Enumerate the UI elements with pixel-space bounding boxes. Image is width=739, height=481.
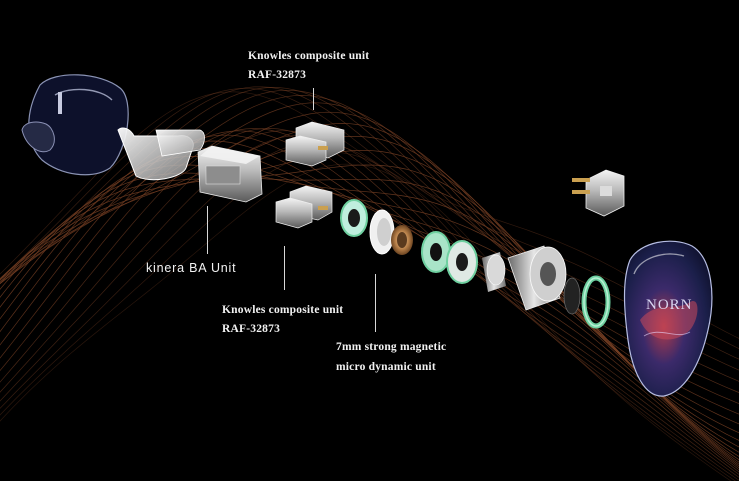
wave-line <box>0 142 739 481</box>
back-cover-disc <box>563 277 581 315</box>
leader-dynamic-unit <box>375 274 376 332</box>
wave-line <box>0 130 739 469</box>
knowles-composite-unit-top <box>285 121 345 167</box>
wave-line <box>0 95 739 393</box>
two-pin-connector <box>572 169 625 217</box>
wave-line <box>0 136 739 434</box>
wave-line <box>0 135 739 478</box>
wave-line <box>0 111 739 415</box>
gasket-ring-right <box>581 275 611 329</box>
dynamic-driver-housing <box>507 245 567 311</box>
kinera-ba-unit <box>197 145 263 203</box>
wave-lines-decoration <box>0 86 739 481</box>
faceplate-logo: NORN <box>646 297 693 313</box>
yoke-ring <box>446 240 478 284</box>
gasket-ring-left <box>340 199 368 237</box>
magnet-ring <box>421 231 451 273</box>
label-knowles-bottom-line2: RAF-32873 <box>222 323 281 335</box>
knowles-composite-unit-bottom <box>275 185 333 229</box>
label-dynamic-line2: micro dynamic unit <box>336 361 436 373</box>
wave-line <box>0 128 739 473</box>
label-knowles-top-line1: Knowles composite unit <box>248 50 370 62</box>
earphone-shell-rear <box>21 74 129 176</box>
wave-line <box>0 89 739 382</box>
wave-line <box>0 102 739 404</box>
wave-line <box>0 151 736 481</box>
leader-knowles-top <box>313 88 314 110</box>
wave-line <box>0 123 739 425</box>
label-dynamic-line1: 7mm strong magnetic <box>336 341 447 353</box>
magnet-cylinder <box>482 252 506 292</box>
sound-tube-nozzle <box>117 127 205 181</box>
voice-coil <box>391 225 413 255</box>
wave-line <box>0 130 739 475</box>
wave-line <box>0 164 739 457</box>
wave-line <box>0 140 739 465</box>
label-knowles-top-line2: RAF-32873 <box>248 69 307 81</box>
wave-line <box>0 163 732 481</box>
wave-line <box>0 128 739 471</box>
label-knowles-bottom-line1: Knowles composite unit <box>222 304 344 316</box>
dynamic-diaphragm <box>369 209 395 255</box>
leader-kinera-ba <box>207 206 208 254</box>
wave-line <box>0 164 739 448</box>
faceplate-shell <box>623 240 713 397</box>
wave-line <box>0 87 739 349</box>
wave-line <box>0 86 739 360</box>
wave-line <box>0 87 739 371</box>
leader-knowles-bottom <box>284 246 285 290</box>
label-kinera-ba: kinera BA Unit <box>146 261 237 275</box>
